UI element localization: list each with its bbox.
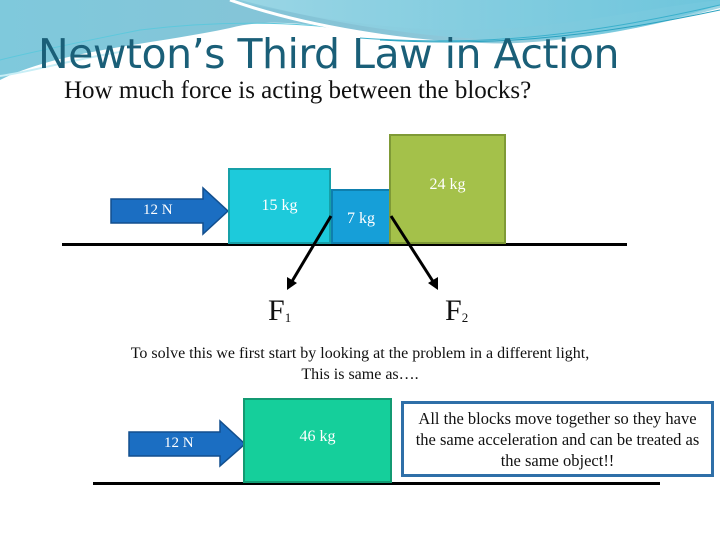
note-textbox: All the blocks move together so they hav… — [401, 401, 714, 477]
applied-force-label-bottom: 12 N — [164, 435, 194, 451]
applied-force-label-top: 12 N — [143, 202, 173, 218]
applied-force-arrow-top — [110, 186, 230, 236]
explanation-line-2: This is same as…. — [301, 366, 419, 383]
block-46kg: 46 kg — [243, 398, 392, 483]
block-7kg-label: 7 kg — [347, 209, 375, 227]
f1-symbol: F — [268, 294, 285, 327]
force-label-f1: F1 — [268, 296, 291, 326]
block-24kg: 24 kg — [389, 134, 506, 244]
explanation-line-1: To solve this we first start by looking … — [130, 345, 590, 362]
explanation-text: To solve this we first start by looking … — [0, 343, 720, 385]
applied-force-arrow-bottom — [128, 419, 247, 468]
block-15kg: 15 kg — [228, 168, 331, 244]
header-wave-decoration — [0, 0, 720, 80]
slide-subtitle: How much force is acting between the blo… — [64, 77, 532, 104]
note-text: All the blocks move together so they hav… — [415, 408, 700, 470]
force-label-f2: F2 — [445, 296, 468, 326]
block-24kg-label: 24 kg — [429, 176, 466, 193]
f2-subscript: 2 — [461, 310, 469, 325]
block-15kg-label: 15 kg — [261, 197, 298, 214]
block-46kg-label: 46 kg — [299, 427, 336, 445]
slide-title: Newton’s Third Law in Action — [38, 30, 619, 78]
block-7kg: 7 kg — [331, 189, 391, 244]
f1-subscript: 1 — [284, 310, 292, 325]
f2-symbol: F — [445, 294, 462, 327]
